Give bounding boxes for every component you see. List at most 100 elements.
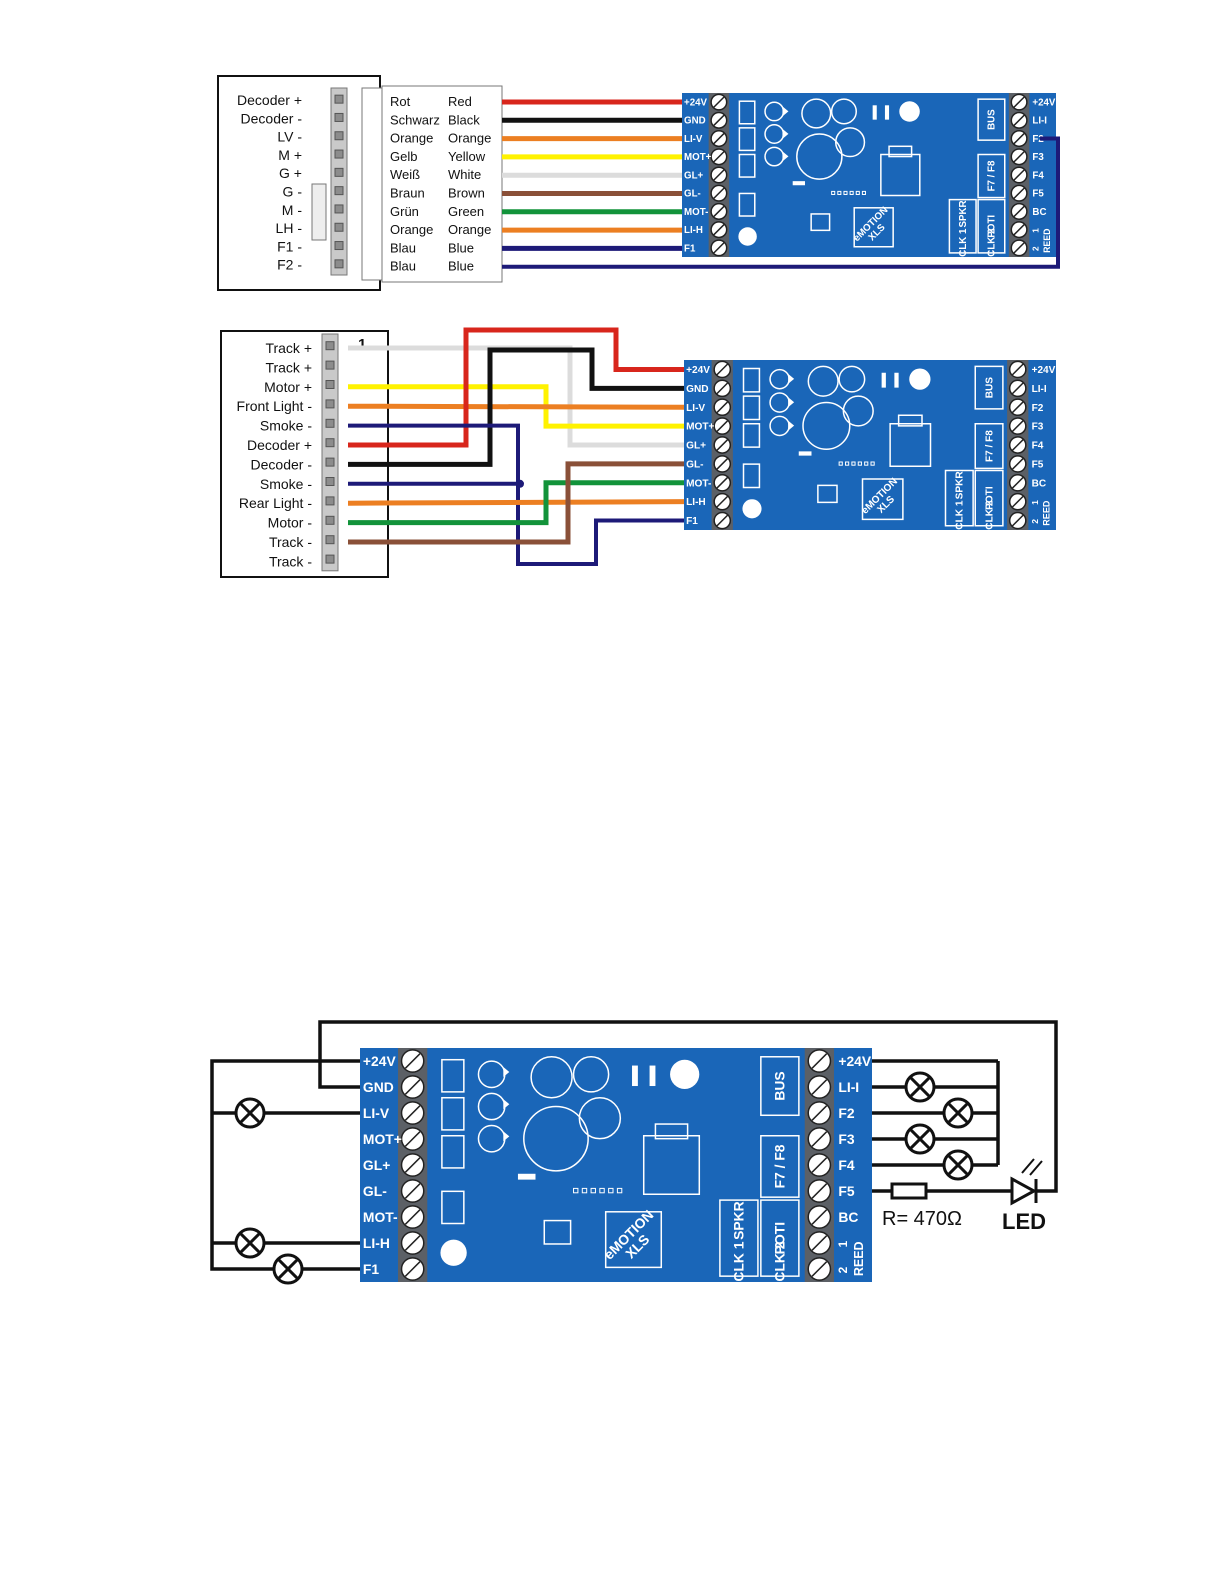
pin-label-right: F3 (838, 1131, 854, 1147)
wire-name-en: Red (448, 94, 472, 109)
capacitor-outline (802, 401, 851, 450)
smd-pad (616, 1187, 623, 1194)
wire-name-en: Blue (448, 259, 474, 274)
connector-pin-label: Decoder + (237, 92, 302, 108)
ic-outline (642, 1135, 701, 1195)
connector-pin-label: Track - (269, 534, 312, 550)
component-outline (738, 153, 756, 178)
spkr-connector-label: SPKR (730, 1201, 746, 1240)
diode-symbol (782, 151, 789, 162)
pin-label-left: GL+ (363, 1157, 390, 1173)
wire-name-en: White (448, 167, 481, 182)
connector-pin-label: Decoder - (251, 456, 313, 472)
pin-label-left: LI-H (684, 225, 703, 236)
screw-terminal-right (807, 1075, 832, 1099)
screw-terminal-right (1010, 221, 1028, 239)
connector-pin-label: M - (282, 202, 303, 218)
ic-tab (888, 145, 913, 158)
pin-label-right: 2 (836, 1266, 850, 1273)
screw-terminal-left (713, 417, 732, 435)
pin-contact (334, 241, 344, 251)
wire-name-de: Gelb (390, 149, 417, 164)
pin-label-left: LI-H (363, 1235, 390, 1251)
wire-name-de: Braun (390, 186, 425, 201)
connector-pin-strip (330, 87, 348, 276)
pin-label-left: MOT+ (686, 422, 714, 433)
smd-pad (590, 1187, 596, 1194)
screw-terminal-left (713, 455, 732, 473)
pin-label-left: F1 (684, 243, 696, 254)
lamp-cross (239, 1232, 261, 1254)
spkr-connector-label: SPKR (958, 200, 969, 227)
connector-outline (977, 153, 1006, 199)
pin-label-left: F1 (686, 516, 698, 527)
component-bar (881, 372, 886, 388)
wire-name-de: Rot (390, 94, 411, 109)
screw-slot (716, 420, 729, 432)
wire-green (348, 480, 684, 526)
screw-slot (713, 114, 725, 126)
capacitor-outline (578, 1096, 622, 1140)
screw-slot (716, 458, 729, 470)
screw-slot (811, 1079, 828, 1095)
wire-gnd-top (318, 1020, 1058, 1193)
screw-terminal-right (1010, 166, 1028, 184)
brand-chip (604, 1211, 663, 1269)
pin-contact (334, 94, 344, 104)
smd-pad (857, 461, 862, 466)
pin-contact (325, 535, 335, 545)
screw-slot (811, 1053, 828, 1069)
resistor-label: R= 470Ω (882, 1208, 962, 1230)
pin-contact (325, 341, 335, 351)
pin-contact (334, 186, 344, 196)
wire-legend-box (381, 85, 503, 283)
pin-label-left: LI-H (686, 497, 706, 508)
screw-slot (404, 1105, 421, 1121)
screw-terminal-right (1008, 360, 1027, 379)
smd-pad (855, 190, 860, 195)
smd-pad (573, 1187, 579, 1194)
brand-chip (853, 207, 894, 248)
wire-name-de: Orange (390, 222, 433, 237)
screw-terminal-right (1010, 111, 1028, 129)
screw-slot (1013, 151, 1025, 163)
screw-terminal-right (807, 1153, 832, 1177)
led-label: LED (1002, 1209, 1046, 1234)
component-bar (798, 451, 812, 456)
smd-pad (851, 461, 856, 466)
component-outline (810, 213, 831, 232)
screw-terminal-right (807, 1205, 832, 1229)
screw-slot (716, 439, 729, 451)
screw-slot (811, 1235, 828, 1251)
component-outline (441, 1096, 465, 1131)
connector-pin-label: LH - (276, 220, 303, 236)
capacitor-outline (835, 127, 866, 158)
screw-slot (1013, 187, 1025, 199)
wire-brown (348, 461, 684, 545)
reed-label: REED (852, 1241, 866, 1276)
screw-terminal-left (713, 511, 732, 530)
wire-name-de: Orange (390, 131, 433, 146)
pin-label-right: F4 (1032, 441, 1044, 452)
reed-label: REED (1042, 229, 1052, 253)
smd-pad (843, 190, 848, 195)
connector-outline (760, 1056, 800, 1117)
clk2-connector-label: CLK 2 (987, 228, 998, 257)
pin-label-right: F2 (838, 1105, 854, 1121)
screw-terminal-left (400, 1257, 425, 1281)
pin-label-right: 1 (1030, 500, 1040, 505)
connector-pin-label: G + (279, 165, 302, 181)
mounting-hole (899, 101, 920, 122)
connector-outline (974, 423, 1004, 470)
lamp-cross (947, 1102, 969, 1124)
pin-label-left: GL+ (684, 170, 703, 181)
screw-terminal-left (710, 202, 728, 220)
screw-slot (1013, 132, 1025, 145)
pin-label-right: F5 (838, 1183, 854, 1199)
pin-label-left: F1 (363, 1261, 379, 1277)
pin-label-left: MOT- (684, 207, 708, 218)
screw-slot (1013, 242, 1025, 254)
